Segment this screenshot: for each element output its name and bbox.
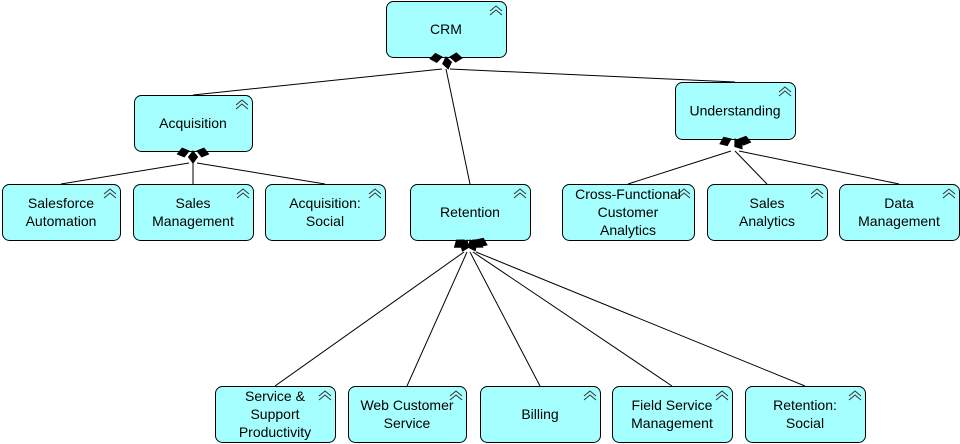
capability-chevron-icon	[778, 86, 792, 97]
capability-chevron-icon	[583, 390, 597, 401]
node-label: Acquisition:	[289, 195, 361, 211]
capability-chevron-icon	[715, 390, 729, 401]
node-label: CRM	[430, 21, 462, 37]
composition-diamond-icon	[187, 150, 199, 164]
node-box	[707, 184, 828, 241]
node-understanding[interactable]: Understanding	[675, 82, 796, 140]
connector-understanding-sales-analytics	[734, 150, 768, 185]
node-acquisition[interactable]: Acquisition	[134, 95, 253, 152]
node-label: Analytics	[739, 213, 795, 229]
composition-marker-layer	[176, 52, 752, 252]
composition-diamond-icon	[429, 52, 443, 64]
node-acquisition-social[interactable]: Acquisition: Social	[265, 184, 386, 241]
node-box	[745, 386, 866, 443]
node-label: Sales	[175, 195, 210, 211]
node-label: Management	[152, 213, 234, 229]
composition-diamond-icon	[196, 147, 210, 158]
node-label: Sales	[749, 195, 784, 211]
node-label: Web Customer	[360, 397, 453, 413]
composition-diamond-icon	[738, 135, 752, 146]
node-label: Service &	[245, 388, 306, 404]
composition-diamond-icon	[176, 147, 190, 158]
node-billing[interactable]: Billing	[480, 386, 601, 443]
node-box	[133, 184, 254, 241]
capability-chevron-icon	[942, 188, 956, 199]
node-label: Acquisition	[159, 115, 227, 131]
capability-chevron-icon	[235, 99, 249, 110]
connector-acquisition-acquisition-social	[196, 162, 326, 185]
node-label: Retention	[440, 204, 500, 220]
node-label: Cross-Functional	[575, 186, 681, 202]
node-label: Automation	[26, 213, 97, 229]
node-label: Service	[384, 415, 431, 431]
capability-chevron-icon	[513, 188, 527, 199]
node-retention[interactable]: Retention	[410, 184, 531, 241]
connector-retention-field-service-management	[472, 251, 673, 387]
composition-diamond-icon	[475, 237, 488, 248]
node-label: Productivity	[239, 424, 311, 440]
node-label: Management	[858, 213, 940, 229]
composition-diamond-icon	[449, 52, 463, 63]
capability-chevron-icon	[810, 188, 824, 199]
node-box	[480, 386, 601, 443]
node-box	[612, 386, 733, 443]
connector-acquisition-salesforce-automation	[60, 162, 190, 185]
connector-crm-understanding	[449, 68, 736, 83]
capability-chevron-icon	[677, 188, 691, 199]
node-box	[348, 386, 467, 443]
node-box	[562, 184, 695, 241]
node-label: Billing	[521, 406, 558, 422]
composition-diamond-icon	[460, 239, 470, 252]
node-label: Salesforce	[28, 195, 94, 211]
connector-crm-retention	[445, 68, 471, 185]
node-label: Customer	[598, 204, 659, 220]
connector-understanding-data-management	[738, 150, 900, 185]
node-label: Analytics	[600, 222, 656, 238]
node-label: Understanding	[689, 103, 780, 119]
connector-retention-billing	[469, 251, 541, 387]
connector-retention-retention-social	[475, 251, 806, 387]
capability-chevron-icon	[236, 188, 250, 199]
capability-chevron-icon	[848, 390, 862, 401]
node-crm[interactable]: CRM	[386, 1, 507, 58]
node-label: Field Service	[632, 397, 713, 413]
capability-chevron-icon	[449, 390, 463, 401]
node-label: Social	[306, 213, 344, 229]
node-box	[215, 386, 336, 443]
node-box	[2, 184, 121, 241]
capability-chevron-icon	[368, 188, 382, 199]
node-retention-social[interactable]: Retention: Social	[745, 386, 866, 443]
node-label: Data	[884, 195, 914, 211]
connector-layer	[60, 68, 900, 387]
capability-chevron-icon	[489, 5, 503, 16]
capability-chevron-icon	[103, 188, 117, 199]
node-label: Retention:	[773, 397, 837, 413]
connector-retention-web-customer-service	[406, 251, 468, 387]
node-label: Support	[250, 406, 299, 422]
composition-diamond-icon	[442, 56, 453, 70]
node-box	[265, 184, 386, 241]
composition-diamond-icon	[719, 136, 732, 147]
connector-retention-service-support-productivity	[274, 251, 465, 387]
connector-understanding-cross-functional-customer-analytics	[627, 150, 732, 185]
node-label: Management	[631, 415, 713, 431]
capability-chevron-icon	[318, 390, 332, 401]
node-label: Social	[786, 415, 824, 431]
connector-crm-acquisition	[192, 68, 443, 96]
